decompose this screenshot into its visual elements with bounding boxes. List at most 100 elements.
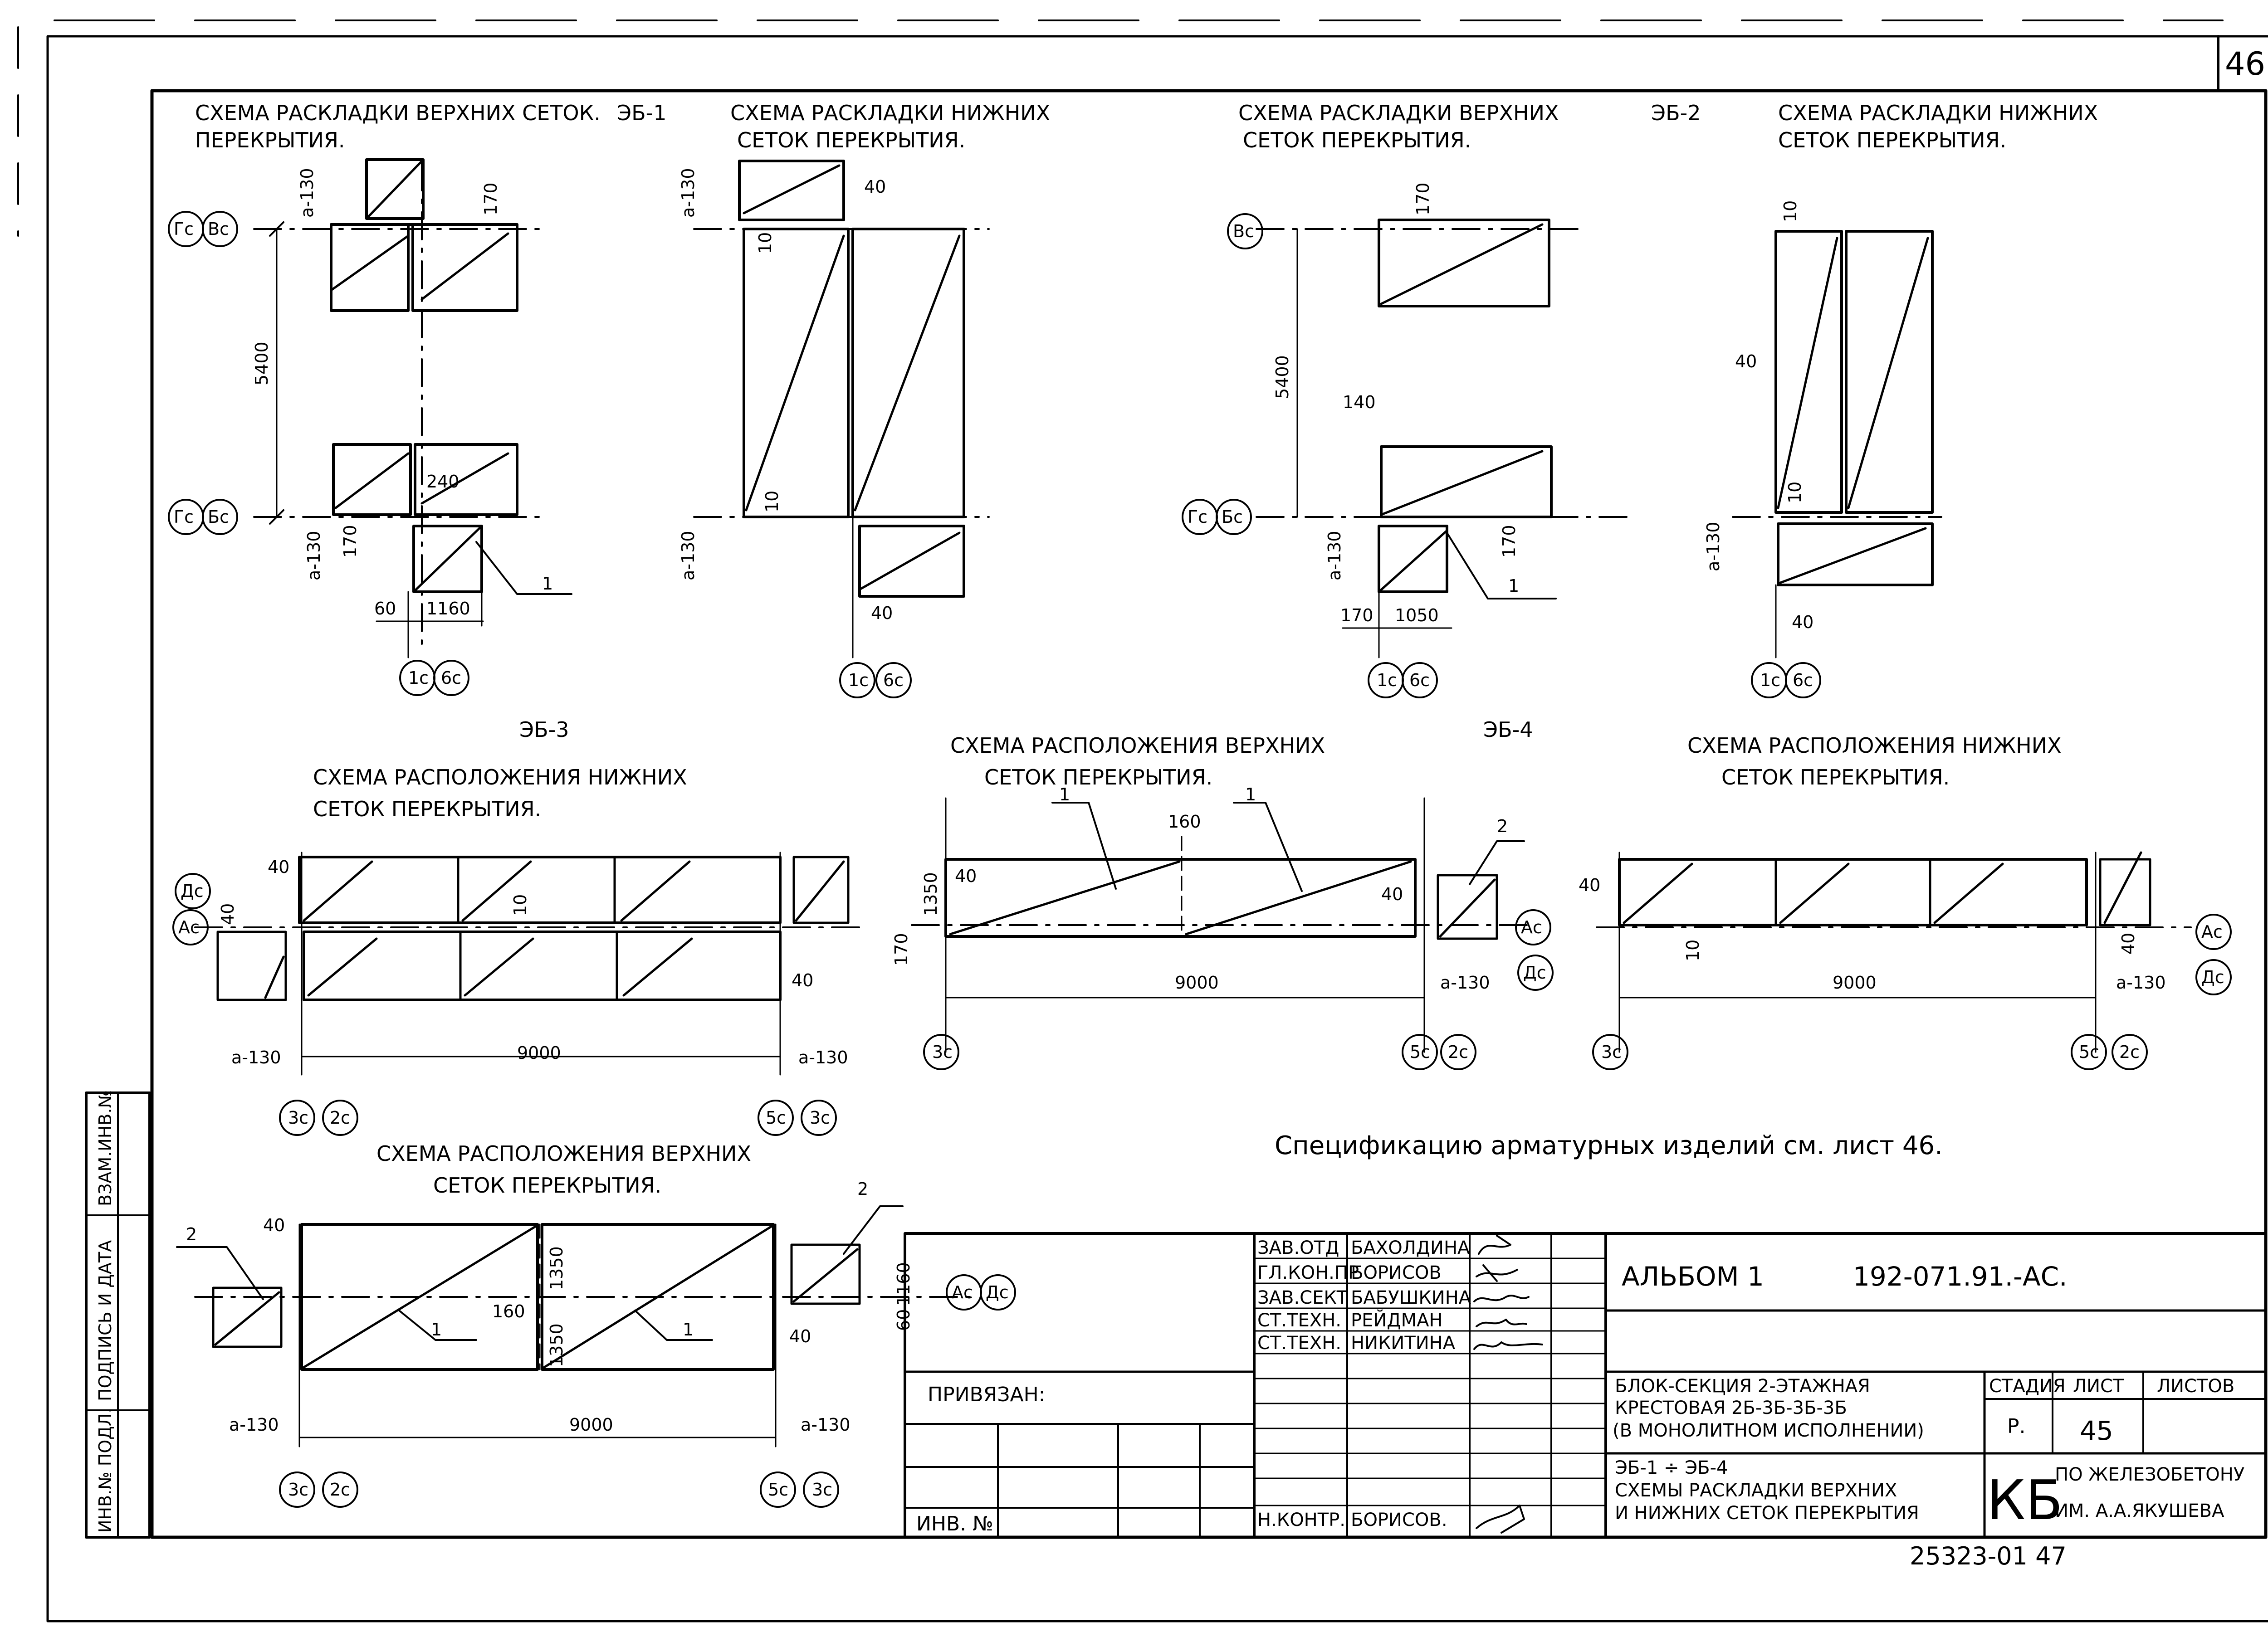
eb3-bottom-title-line2: СЕТОК ПЕРЕКРЫТИЯ. [313, 797, 541, 821]
eb2-top-title-line2: СЕТОК ПЕРЕКРЫТИЯ. [1243, 128, 1471, 152]
eb4-axis-3c: 3с [923, 1034, 959, 1070]
eb3-dim-160: 160 [492, 1301, 525, 1321]
stamp-org-line2: ИМ. А.А.ЯКУШЕВА [2055, 1501, 2224, 1521]
side-stamp-substitute: ВЗАМ.ИНВ.№ [95, 1090, 115, 1206]
svg-text:Бс: Бс [208, 507, 229, 527]
eb3-dim-40-e: 40 [789, 1326, 811, 1346]
eb3-dim-40-b: 40 [218, 903, 238, 925]
stamp-sheet-number: 45 [2080, 1415, 2113, 1446]
stamp-title-line3: (В МОНОЛИТНОМ ИСПОЛНЕНИИ) [1613, 1420, 1924, 1441]
svg-text:3с: 3с [288, 1108, 308, 1128]
eb2-bottom-title-line1: СХЕМА РАСКЛАДКИ НИЖНИХ [1778, 101, 2098, 125]
stamp-title-line2: КРЕСТОВАЯ 2Б-3Б-3Б-3Б [1615, 1398, 1847, 1418]
title-block: ПРИВЯЗАН: ИНВ. № ЗАВ.ОТД ГЛ.КОН.ПР ЗАВ.С… [904, 1232, 2267, 1539]
eb1-bottom-plan: 40 10 10 a-130 a-130 40 1с 6с [678, 160, 990, 698]
eb4-bottom-title-line1: СХЕМА РАСПОЛОЖЕНИЯ НИЖНИХ [1687, 733, 2062, 758]
svg-text:2с: 2с [2119, 1042, 2140, 1062]
stamp-org-logo: КБ [1987, 1469, 2063, 1532]
eb3-callout-1b: 1 [683, 1320, 694, 1340]
svg-text:6с: 6с [883, 670, 904, 690]
eb2-dim-a130: a-130 [1325, 531, 1344, 580]
eb4-bottom-title-line2: СЕТОК ПЕРЕКРЫТИЯ. [1721, 765, 1950, 789]
eb1-dim-40-top: 40 [864, 177, 886, 197]
eb4-axis-5c-lower: 5с [2071, 1034, 2107, 1070]
eb4-axis-dc-lower: Дс [2195, 959, 2232, 995]
eb2-dim-1050: 1050 [1395, 605, 1439, 625]
eb3-top-plan: 1 1 2 2 40 1350 1350 160 40 1160 60 9000… [176, 1179, 1016, 1508]
svg-text:3с: 3с [288, 1480, 308, 1500]
eb4-axis-2c-lower: 2с [2112, 1034, 2148, 1070]
eb1-axis-6c: 6с [433, 660, 469, 696]
eb1-span-dim: 5400 [252, 341, 272, 385]
stamp-album: АЛЬБОМ 1 [1622, 1261, 1764, 1292]
stamp-sheet-title-line1: ЭБ-1 ÷ ЭБ-4 [1615, 1457, 1728, 1478]
eb1-top-plan: 1 5400 a-130 170 240 a-130 170 60 1160 Г… [168, 158, 572, 696]
eb2-bottom-plan: 10 40 10 a-130 40 1с 6с [1703, 200, 1942, 698]
eb1-dim-170-bottom: 170 [340, 525, 360, 558]
eb2-axis-6c: 6с [1402, 662, 1438, 698]
svg-text:1с: 1с [1760, 670, 1780, 690]
eb2-dim-10-top: 10 [1780, 200, 1800, 222]
stamp-role-2: ЗАВ.СЕКТ [1257, 1287, 1348, 1308]
stamp-title-line1: БЛОК-СЕКЦИЯ 2-ЭТАЖНАЯ [1615, 1376, 1870, 1397]
eb3-dim-a130-left: a-130 [231, 1048, 281, 1067]
eb2-bottom-title-line2: СЕТОК ПЕРЕКРЫТИЯ. [1778, 128, 2006, 152]
eb4-top-plan: 1 1 2 1350 170 40 40 160 9000 a-130 Ас Д… [891, 784, 1554, 1070]
eb4-callout-1a: 1 [1059, 784, 1070, 804]
eb4-callout-2: 2 [1497, 816, 1508, 836]
eb3-dim-a130-right: a-130 [798, 1048, 848, 1067]
eb2-dim-170-top: 170 [1413, 182, 1433, 215]
eb1-dim-10-bottom: 10 [762, 491, 782, 512]
svg-text:Дс: Дс [986, 1282, 1009, 1302]
eb4-axis-dc: Дс [1517, 955, 1554, 991]
eb2-top-title-line1: СХЕМА РАСКЛАДКИ ВЕРХНИХ [1238, 101, 1559, 125]
side-stamp-signature: ПОДПИСЬ И ДАТА [95, 1240, 115, 1401]
eb3-axis-dc-upper: Дс [980, 1274, 1016, 1311]
stamp-sheet-title-line3: И НИЖНИХ СЕТОК ПЕРЕКРЫТИЯ [1615, 1503, 1919, 1524]
eb1-axis-bc: Бс [202, 499, 238, 535]
eb4-dim-a130: a-130 [1440, 973, 1490, 993]
svg-text:1с: 1с [848, 670, 869, 690]
stamp-nkontr-role: Н.КОНТР. [1257, 1510, 1345, 1530]
stamp-name-4: НИКИТИНА [1351, 1333, 1456, 1354]
eb2-span-dim: 5400 [1272, 355, 1292, 399]
eb2-mark: ЭБ-2 [1651, 101, 1701, 125]
eb4-dim-40-b: 40 [1381, 884, 1403, 904]
eb1-top-title-line2: ПЕРЕКРЫТИЯ. [195, 128, 345, 152]
eb1-axis-gc-bottom: Гс [168, 499, 204, 535]
eb3-axis-2c-upper: 2с [322, 1471, 358, 1508]
eb3-axis-dc: Дс [175, 873, 211, 909]
eb3-callout-2b: 2 [857, 1179, 868, 1199]
eb1-dim-170-top: 170 [481, 182, 501, 215]
eb4-dim-170: 170 [891, 933, 911, 966]
eb2-scheme: СХЕМА РАСКЛАДКИ ВЕРХНИХ СЕТОК ПЕРЕКРЫТИЯ… [1182, 101, 2098, 698]
svg-text:Ас: Ас [178, 917, 200, 937]
eb4-dim-10: 10 [1683, 940, 1703, 961]
stamp-nkontr-name: БОРИСОВ. [1351, 1510, 1447, 1530]
eb1-axis-6c-lower: 6с [875, 662, 912, 698]
svg-text:6с: 6с [441, 668, 461, 688]
eb2-dim-40-bottom: 40 [1792, 612, 1813, 632]
eb3-dim-a130-left-upper: a-130 [229, 1415, 279, 1435]
svg-text:5с: 5с [766, 1108, 786, 1128]
eb3-dim-10: 10 [510, 894, 530, 916]
eb3-dim-40-a: 40 [268, 857, 289, 877]
eb2-dim-40-left: 40 [1735, 351, 1757, 371]
stamp-doc-code: 192-071.91.-АС. [1853, 1261, 2068, 1292]
eb1-scheme: СХЕМА РАСКЛАДКИ ВЕРХНИХ СЕТОК. ПЕРЕКРЫТИ… [168, 101, 1050, 698]
svg-text:5с: 5с [2079, 1042, 2099, 1062]
svg-text:Гс: Гс [174, 507, 194, 527]
eb1-dim-a130-bottom-lower: a-130 [678, 531, 698, 580]
svg-text:Гс: Гс [1188, 507, 1207, 527]
svg-text:Ас: Ас [2201, 922, 2223, 942]
svg-text:Дс: Дс [2201, 967, 2224, 987]
svg-text:Вс: Вс [1233, 221, 1254, 241]
eb1-axis-gc-top: Гс [168, 211, 204, 247]
eb4-span-dim: 9000 [1175, 973, 1219, 993]
bottom-code: 25323-01 47 [1910, 1542, 2067, 1570]
eb3-axis-5c-upper: 5с [760, 1471, 796, 1508]
eb1-axis-vc: Вс [202, 211, 238, 247]
stamp-name-0: БАХОЛДИНА [1351, 1238, 1470, 1258]
stamp-inv-no: ИНВ. № [916, 1512, 993, 1535]
